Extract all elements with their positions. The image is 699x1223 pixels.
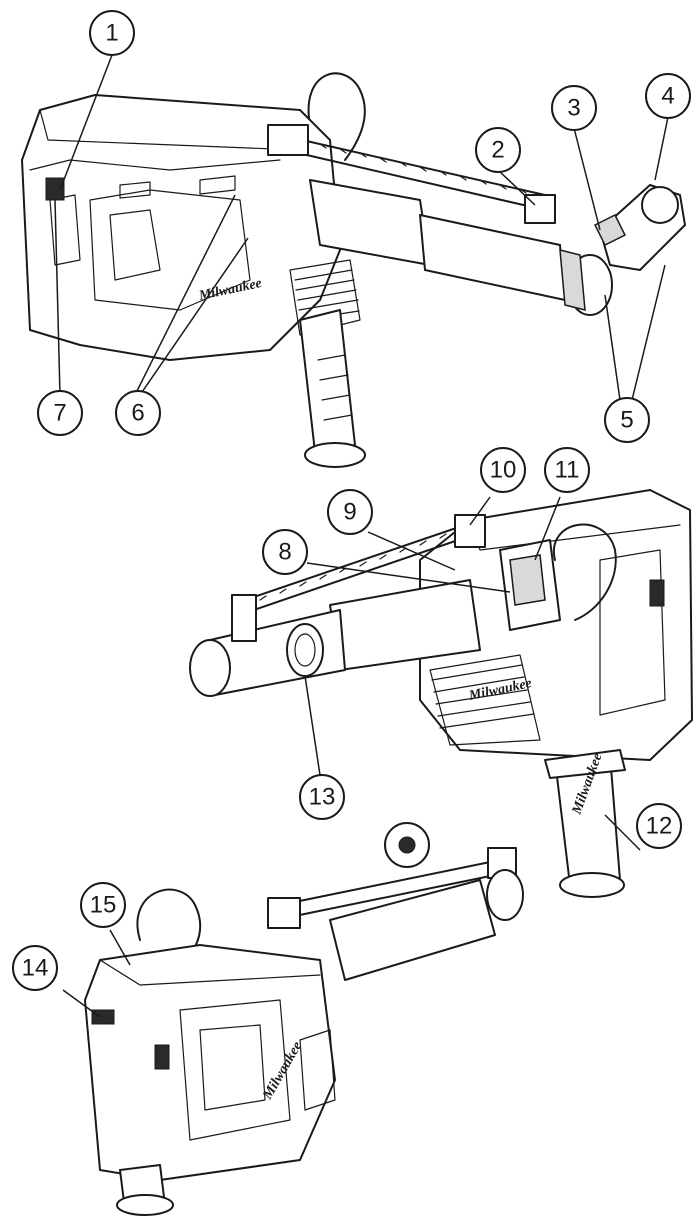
handle-cap-bottom [116, 1194, 174, 1216]
view-bottom: Milwaukee [84, 822, 524, 1216]
callout-2: 2 [475, 127, 521, 173]
callout-15: 15 [80, 882, 126, 928]
handle-cap-middle [559, 872, 625, 898]
callout-5: 5 [604, 397, 650, 443]
callout-14: 14 [12, 945, 58, 991]
dust-cup-middle [189, 639, 231, 697]
callout-6-label: 6 [131, 400, 144, 427]
callout-12: 12 [636, 803, 682, 849]
callout-15-label: 15 [90, 892, 117, 919]
rail-middle [244, 524, 466, 601]
callout-8: 8 [262, 529, 308, 575]
leader-lines [54, 54, 669, 1018]
tube-inner-middle [209, 609, 346, 696]
tube-inner-top [419, 214, 566, 301]
callout-10: 10 [480, 447, 526, 493]
callout-4: 4 [645, 73, 691, 119]
callout-7-label: 7 [53, 400, 66, 427]
rail-clamp-rear-middle [454, 514, 486, 548]
latch-bottom [91, 1009, 115, 1025]
vent-grille-top [45, 177, 65, 201]
callout-2-label: 2 [491, 137, 504, 164]
view-top: Milwaukee [21, 72, 686, 468]
callout-7: 7 [37, 390, 83, 436]
main-body-bottom [84, 944, 336, 1181]
strap-loop-bottom [136, 888, 202, 961]
callout-1: 1 [89, 10, 135, 56]
side-handle-top [299, 309, 356, 453]
callout-3-label: 3 [567, 95, 580, 122]
strap-loop-top [307, 72, 366, 161]
rail-clamp-front-middle [231, 594, 257, 642]
collar-ring-middle [286, 623, 324, 677]
callout-13: 13 [299, 774, 345, 820]
callout-1-label: 1 [105, 20, 118, 47]
callout-9: 9 [327, 489, 373, 535]
rail-bottom [279, 859, 501, 906]
handle-cap-top [304, 442, 366, 468]
callout-6: 6 [115, 390, 161, 436]
vent-grille-bottom [154, 1044, 170, 1070]
callout-13-label: 13 [309, 784, 336, 811]
callout-12-label: 12 [646, 813, 673, 840]
callout-5-label: 5 [620, 407, 633, 434]
callout-10-label: 10 [490, 457, 517, 484]
callout-9-label: 9 [343, 499, 356, 526]
rail-clamp-rear-top [267, 124, 309, 156]
callout-14-label: 14 [22, 955, 49, 982]
vent-grille-middle [649, 579, 665, 607]
callout-3: 3 [551, 85, 597, 131]
view-middle: Milwaukee Milwaukee [189, 489, 693, 898]
strap-loop-middle [552, 523, 617, 621]
callout-4-label: 4 [661, 83, 674, 110]
callout-11: 11 [544, 447, 590, 493]
rail-clamp-rear-bottom [267, 897, 301, 929]
tube-bottom [329, 879, 496, 981]
callout-11-label: 11 [555, 457, 580, 484]
callout-8-label: 8 [278, 539, 291, 566]
